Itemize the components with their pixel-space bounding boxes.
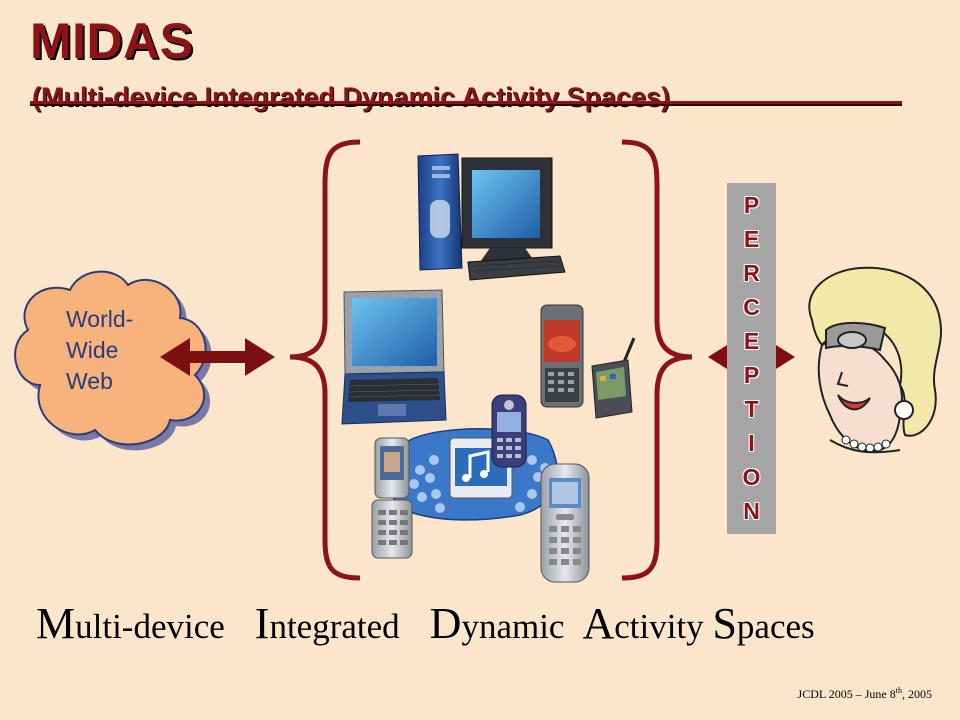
motorola-phone-icon (491, 394, 527, 468)
acronym-word: Dynamic (429, 599, 565, 648)
nokia-game-phone-icon (388, 428, 558, 521)
perception-letter: I (748, 430, 755, 456)
right-brace (621, 139, 693, 581)
pda-phone-icon (540, 304, 584, 408)
acronym-word: Integrated (254, 599, 400, 648)
cloud-label: World- Wide Web (66, 304, 133, 397)
slide-subtitle: (Multi-device Integrated Dynamic Activit… (32, 82, 671, 112)
title-underline (30, 101, 902, 104)
perception-letter: R (743, 260, 760, 286)
perception-bar: P E R C E P T I O N (727, 183, 776, 534)
perception-letter: T (744, 396, 759, 422)
perception-letter: C (743, 294, 760, 320)
woman-face-icon (808, 266, 942, 454)
cloud-label-line3: Web (66, 368, 113, 394)
perception-letter: E (743, 226, 760, 252)
acronym-word: Activity Spaces (582, 599, 815, 648)
left-brace (289, 139, 361, 581)
perception-letter: P (743, 362, 760, 388)
palm-pda-icon (591, 337, 636, 419)
laptop-icon (341, 289, 447, 425)
flip-phone-icon (371, 437, 413, 559)
double-arrow-left (160, 338, 275, 376)
cloud-label-line2: Wide (66, 337, 119, 363)
slide-footer: JCDL 2005 – June 8th, 2005 (797, 686, 932, 701)
desktop-computer-icon (417, 153, 566, 281)
perception-letter: P (743, 192, 760, 218)
acronym-expansion: Multi-device Integrated Dynamic Activity… (36, 598, 815, 649)
cloud-label-line1: World- (66, 306, 134, 332)
perception-letter: E (743, 328, 760, 354)
perception-letter: O (742, 464, 761, 490)
candybar-phone-icon (540, 463, 590, 583)
acronym-word: Multi-device (36, 599, 225, 648)
slide-title: MIDAS (30, 13, 194, 69)
title-underline-shadow (30, 104, 902, 106)
perception-letter: N (743, 498, 760, 524)
cloud-shape (14, 270, 212, 451)
